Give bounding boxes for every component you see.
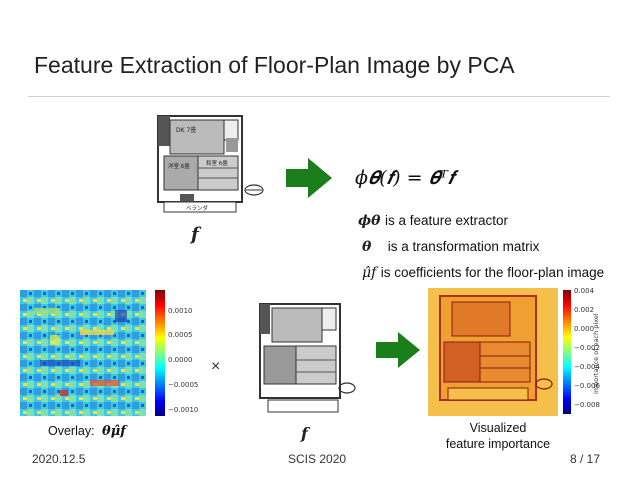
top-image-label: 𝒇: [191, 224, 199, 245]
definition-symbol: ϕ𝜽: [358, 213, 381, 229]
floorplan-room1-label: DK 7畳: [176, 127, 196, 134]
overlay-caption-text: Overlay:: [48, 424, 95, 438]
visualized-caption: Visualized feature importance: [438, 420, 558, 452]
colorbar-left-tick: 0.0005: [168, 331, 193, 339]
footer-page-number: 8 / 17: [570, 452, 601, 466]
slide-title: Feature Extraction of Floor-Plan Image b…: [34, 52, 515, 78]
visualized-caption-line1: Visualized: [469, 421, 527, 435]
definition-text: is a transformation matrix: [387, 239, 540, 254]
colorbar-right-tick: −0.008: [574, 401, 600, 409]
footer-venue: SCIS 2020: [288, 452, 347, 466]
colorbar-right-tick: −0.002: [574, 344, 600, 352]
colorbar-right-tick: 0.002: [574, 306, 595, 314]
colorbar-left: [155, 290, 165, 421]
colorbar-right-label: importance of each pixel: [592, 313, 600, 394]
title-divider: [28, 96, 610, 97]
colorbar-left-tick: 0.0000: [168, 356, 193, 364]
colorbar-right: [563, 290, 571, 419]
definition-row-feature-extractor: ϕ𝜽 is a feature extractor: [358, 212, 508, 230]
overlay-caption-math: 𝜽μ̂f: [102, 424, 126, 439]
colorbar-right-tick: −0.004: [574, 363, 600, 371]
importance-map-image: [428, 288, 558, 421]
floorplan-image-top: DK 7畳 洋室 6畳 和室 6畳 ベランダ: [150, 110, 266, 218]
bottom-image-label: 𝒇: [301, 424, 308, 443]
colorbar-right-tick: −0.006: [574, 382, 600, 390]
floorplan-balcony-label: ベランダ: [186, 204, 209, 212]
definition-row-coefficients: μ̂f is coefficients for the floor-plan i…: [362, 264, 604, 282]
visualized-caption-line2: feature importance: [445, 437, 551, 451]
arrow-right-icon: [286, 158, 332, 203]
colorbar-left-tick: −0.0005: [168, 381, 199, 389]
colorbar-right-tick: 0.004: [574, 287, 595, 295]
times-sign: ×: [211, 358, 221, 375]
equation: ϕ𝜽(𝒇) = 𝜽ᵀ𝒇: [355, 167, 455, 189]
footer-date: 2020.12.5: [32, 452, 86, 466]
definition-row-transformation-matrix: 𝜽 is a transformation matrix: [362, 238, 539, 256]
floorplan-room3-label: 和室 6畳: [206, 159, 228, 167]
arrow-right-icon: [376, 332, 420, 373]
colorbar-left-tick: 0.0010: [168, 307, 193, 315]
overlay-heatmap-image: [20, 290, 146, 421]
colorbar-right-tick: 0.000: [574, 325, 595, 333]
floorplan-image-bottom: [256, 300, 356, 416]
definition-text: is a feature extractor: [384, 213, 509, 228]
overlay-caption: Overlay: 𝜽μ̂f: [48, 424, 126, 439]
floorplan-room2-label: 洋室 6畳: [168, 162, 190, 170]
definition-text: is coefficients for the floor-plan image: [380, 265, 605, 280]
colorbar-left-tick: −0.0010: [168, 406, 199, 414]
definition-symbol: 𝜽: [362, 239, 372, 255]
definition-symbol: μ̂f: [362, 265, 377, 281]
